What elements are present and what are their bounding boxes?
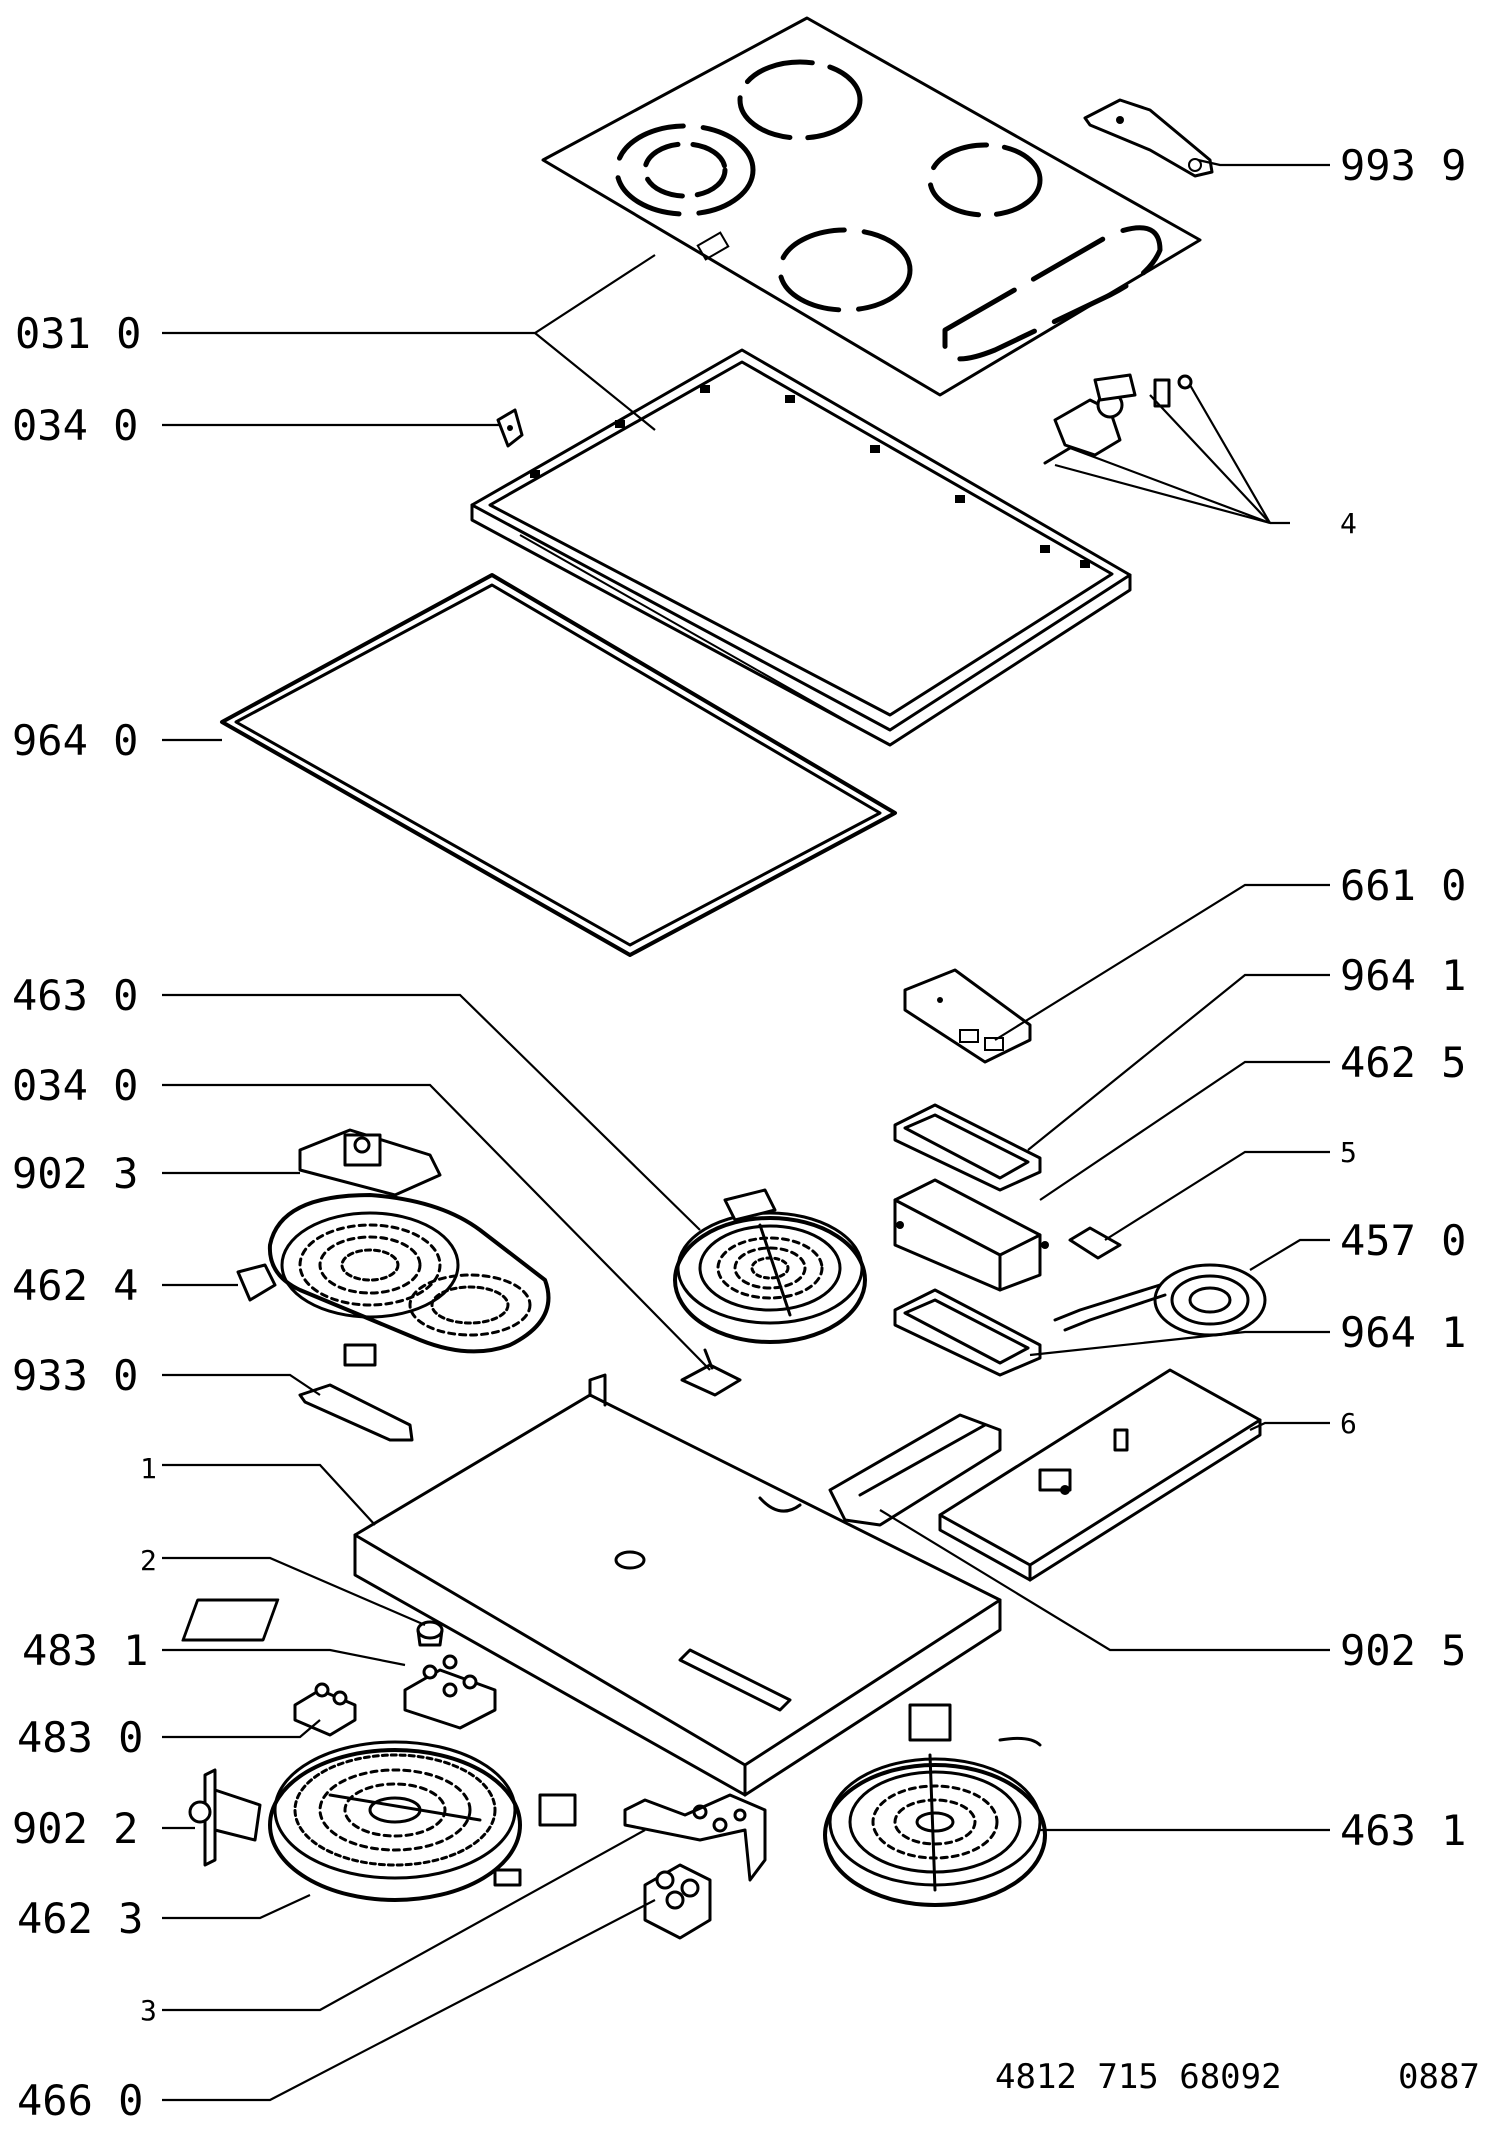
- bracket-9939: [1083, 98, 1214, 178]
- label-902-3: 902 3: [12, 1149, 138, 1198]
- seal-9641-bottom: [893, 1288, 1042, 1377]
- heater-4623-large: [268, 1740, 577, 1902]
- label-462-4: 462 4: [12, 1261, 138, 1310]
- label-466-0: 466 0: [17, 2076, 143, 2125]
- label-463-1: 463 1: [1340, 1806, 1466, 1855]
- grommet-2: [416, 1620, 444, 1647]
- footer: 4812 715 68092 0887: [995, 2057, 1480, 2097]
- heater-4630-round: [673, 1188, 867, 1344]
- label-031-0: 031 0: [15, 309, 141, 358]
- label-483-1: 483 1: [22, 1626, 148, 1675]
- label-4: 4: [1340, 507, 1357, 540]
- label-964-0: 964 0: [12, 716, 138, 765]
- label-5: 5: [1340, 1136, 1357, 1169]
- label-902-5: 902 5: [1340, 1626, 1466, 1675]
- terminal-block-4831: [403, 1654, 497, 1730]
- label-993-9: 993 9: [1340, 141, 1466, 190]
- control-module-6610: [903, 968, 1032, 1064]
- label-661-0: 661 0: [1340, 861, 1466, 910]
- right-labels: 993 9 4 661 0 964 1 462 5 5 457 0 964 1 …: [1340, 141, 1466, 1855]
- footer-code: 0887: [1398, 2057, 1480, 2097]
- label-034-0-mid: 034 0: [12, 1061, 138, 1110]
- label-3: 3: [140, 1994, 157, 2027]
- label-463-0: 463 0: [12, 971, 138, 1020]
- terminal-block-4660: [643, 1863, 712, 1940]
- ceramic-glass-top: [541, 16, 1202, 397]
- label-034-0-top: 034 0: [12, 401, 138, 450]
- gasket-9640: [220, 573, 897, 957]
- terminal-block-4830: [293, 1682, 357, 1737]
- seal-9641-top: [893, 1103, 1042, 1192]
- label-457-0: 457 0: [1340, 1216, 1466, 1265]
- leader-lines: [162, 158, 1330, 2102]
- hinge-assembly-4: [1043, 373, 1193, 465]
- bracket-3: [623, 1793, 767, 1882]
- label-933-0: 933 0: [12, 1351, 138, 1400]
- bracket-9023: [298, 1128, 442, 1197]
- clip-0340-mid: [680, 1348, 742, 1397]
- clip-0340-top: [496, 408, 524, 448]
- hob-frame: [470, 348, 1132, 747]
- bracket-9025: [828, 1413, 1002, 1527]
- footer-part-number: 4812 715 68092: [995, 2057, 1282, 2097]
- label-483-0: 483 0: [17, 1713, 143, 1762]
- label-2: 2: [140, 1544, 157, 1577]
- left-labels: 031 0 034 0 964 0 463 0 034 0 902 3 462 …: [12, 309, 157, 2125]
- label-964-1-top: 964 1: [1340, 951, 1466, 1000]
- label-462-5: 462 5: [1340, 1038, 1466, 1087]
- heater-4624-oval: [236, 1193, 551, 1367]
- label-964-1-bottom: 964 1: [1340, 1308, 1466, 1357]
- label-902-2: 902 2: [12, 1804, 138, 1853]
- part-9330: [298, 1383, 414, 1442]
- housing-4625: [893, 1178, 1049, 1292]
- plate-5: [1068, 1226, 1122, 1260]
- heater-4631-round: [823, 1703, 1047, 1907]
- mounting-frame-6: [938, 1368, 1262, 1582]
- label-1: 1: [140, 1452, 157, 1485]
- label-462-3: 462 3: [17, 1894, 143, 1943]
- bracket-9022: [188, 1768, 262, 1867]
- base-tray-1: [181, 1373, 1002, 1797]
- heating-coil-4570: [1053, 1263, 1267, 1337]
- label-6: 6: [1340, 1407, 1357, 1440]
